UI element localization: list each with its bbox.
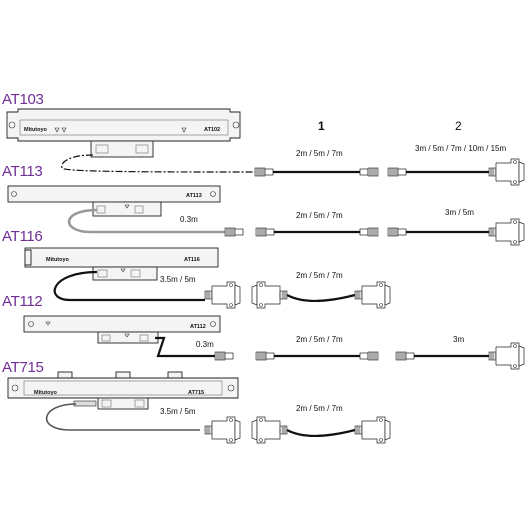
at113-scale: AT113 bbox=[7, 185, 221, 217]
at715-scale: Mitutoyo AT715 bbox=[7, 371, 239, 410]
row1-extension1-length: 2m / 5m / 7m bbox=[296, 149, 343, 158]
at103-cable bbox=[61, 154, 256, 173]
at103-connector-a bbox=[254, 167, 274, 177]
row2-fixed-length: 0.3m bbox=[180, 215, 198, 224]
at116-dsub-b bbox=[354, 281, 391, 309]
at103-connector-c bbox=[387, 167, 407, 177]
at113-connector-a bbox=[224, 227, 244, 237]
at113-connector-b bbox=[255, 227, 275, 237]
model-label-at715: AT715 bbox=[2, 359, 44, 376]
at112-cable bbox=[155, 336, 215, 358]
at116-dsub-a bbox=[251, 281, 288, 309]
at112-scale: AT112 bbox=[23, 315, 221, 344]
at103-brand: Mitutoyo bbox=[24, 127, 48, 133]
at113-connector-c bbox=[359, 227, 379, 237]
at113-cable bbox=[67, 208, 225, 234]
row4-fixed-length: 0.3m bbox=[196, 340, 214, 349]
row5-fixed-length: 3.5m / 5m bbox=[160, 407, 196, 416]
model-label-at116: AT116 bbox=[2, 228, 42, 245]
row1-extension2-length: 3m / 5m / 7m / 10m / 15m bbox=[415, 144, 506, 153]
at113-dsub-end bbox=[488, 218, 525, 246]
model-label-at103: AT103 bbox=[2, 91, 44, 108]
at112-connector-a bbox=[214, 351, 234, 361]
at112-connector-b bbox=[255, 351, 275, 361]
model-label-at112: AT112 bbox=[2, 293, 42, 310]
at112-scale-tag: AT112 bbox=[190, 324, 206, 330]
at113-connector-d bbox=[387, 227, 407, 237]
at103-dsub-end bbox=[488, 158, 525, 186]
at113-scale-tag: AT113 bbox=[186, 193, 202, 199]
row4-extension2-length: 3m bbox=[453, 335, 464, 344]
at112-connector-c bbox=[359, 351, 379, 361]
at112-dsub-end bbox=[488, 342, 525, 370]
at116-cable bbox=[53, 270, 205, 302]
row3-fixed-length: 3.5m / 5m bbox=[160, 275, 196, 284]
row3-extension1-length: 2m / 5m / 7m bbox=[296, 271, 343, 280]
at715-dsub-b bbox=[354, 416, 391, 444]
at715-dsub-a bbox=[251, 416, 288, 444]
at116-scale-tag: AT116 bbox=[184, 257, 200, 263]
at116-brand: Mitutoyo bbox=[46, 257, 70, 263]
at103-connector-b bbox=[359, 167, 379, 177]
row5-extension1-length: 2m / 5m / 7m bbox=[296, 404, 343, 413]
at116-dsub-scale-end bbox=[204, 281, 241, 309]
at103-scale-tag: AT102 bbox=[204, 127, 220, 133]
at715-brand: Mitutoyo bbox=[34, 390, 58, 396]
row2-extension1-length: 2m / 5m / 7m bbox=[296, 211, 343, 220]
column-1-heading: 1 bbox=[318, 119, 325, 133]
at112-connector-d bbox=[395, 351, 415, 361]
at715-cable bbox=[45, 403, 200, 431]
at116-scale: Mitutoyo AT116 bbox=[24, 247, 219, 281]
at103-scale: Mitutoyo AT102 bbox=[6, 108, 241, 158]
column-2-heading: 2 bbox=[455, 119, 462, 133]
model-label-at113: AT113 bbox=[2, 163, 42, 180]
row4-extension1-length: 2m / 5m / 7m bbox=[296, 335, 343, 344]
at715-dsub-scale-end bbox=[204, 416, 241, 444]
at715-scale-tag: AT715 bbox=[188, 390, 204, 396]
row2-extension2-length: 3m / 5m bbox=[445, 208, 474, 217]
